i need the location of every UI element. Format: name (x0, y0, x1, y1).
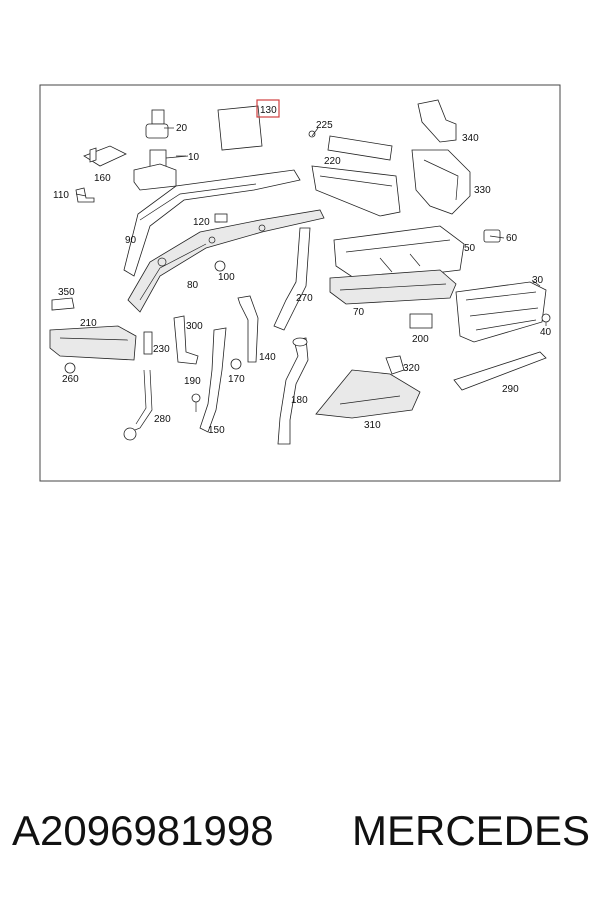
label-150: 150 (208, 425, 225, 436)
label-225: 225 (316, 120, 333, 131)
part-210-shape (49, 325, 137, 361)
label-260: 260 (62, 374, 79, 385)
label-190: 190 (184, 376, 201, 387)
label-140: 140 (259, 352, 276, 363)
label-350: 350 (58, 287, 75, 298)
part-220-shape (311, 135, 401, 217)
part-20-shape (145, 109, 169, 139)
label-130: 130 (260, 105, 277, 116)
part-330-shape (411, 149, 471, 215)
label-220: 220 (324, 156, 341, 167)
part-230-shape (143, 331, 153, 355)
label-230: 230 (153, 344, 170, 355)
label-290: 290 (502, 384, 519, 395)
label-100: 100 (218, 272, 235, 283)
part-320-shape (385, 355, 405, 375)
part-350-shape (51, 297, 75, 311)
label-340: 340 (462, 133, 479, 144)
part-120-shape (214, 213, 228, 223)
part-170-shape (230, 358, 242, 370)
label-270: 270 (296, 293, 313, 304)
label-160: 160 (94, 173, 111, 184)
label-310: 310 (364, 420, 381, 431)
label-40: 40 (540, 327, 552, 338)
part-80-shape (127, 209, 325, 313)
label-80: 80 (187, 280, 199, 291)
part-290-shape (453, 351, 547, 391)
label-180: 180 (291, 395, 308, 406)
label-50: 50 (464, 243, 476, 254)
part-110-shape (75, 187, 95, 203)
part-160-shape (83, 145, 127, 167)
part-140-shape (237, 295, 259, 363)
part-270-shape (273, 227, 311, 331)
part-310-shape (315, 369, 421, 419)
label-20: 20 (176, 123, 188, 134)
label-10: 10 (188, 152, 200, 163)
part-130-shape (217, 99, 280, 151)
part-70-shape (329, 269, 457, 305)
part-300-shape (173, 315, 199, 365)
label-210: 210 (80, 318, 97, 329)
label-200: 200 (412, 334, 429, 345)
label-300: 300 (186, 321, 203, 332)
part-200-shape (409, 313, 433, 329)
label-120: 120 (193, 217, 210, 228)
leader-lines (75, 127, 547, 326)
part-50-shape (333, 225, 465, 283)
part-number-caption: A2096981998 (12, 807, 274, 854)
label-280: 280 (154, 414, 171, 425)
label-70: 70 (353, 307, 365, 318)
part-10-shape (133, 149, 189, 191)
part-260-shape (64, 362, 76, 374)
part-90-shape (123, 169, 301, 277)
part-100-shape (214, 260, 226, 272)
label-320: 320 (403, 363, 420, 374)
label-330: 330 (474, 185, 491, 196)
label-110: 110 (53, 190, 69, 201)
label-170: 170 (228, 374, 245, 385)
label-60: 60 (506, 233, 518, 244)
part-30-shape (455, 281, 547, 343)
part-150-shape (199, 327, 227, 433)
part-190-shape (191, 393, 201, 412)
part-40-shape (541, 313, 551, 323)
brand-caption: MERCEDES (352, 807, 591, 854)
part-180-shape (277, 337, 309, 445)
part-225-shape (308, 130, 316, 138)
part-280-shape (123, 369, 153, 441)
label-90: 90 (125, 235, 137, 246)
part-340-shape (417, 99, 457, 143)
label-30: 30 (532, 275, 544, 286)
